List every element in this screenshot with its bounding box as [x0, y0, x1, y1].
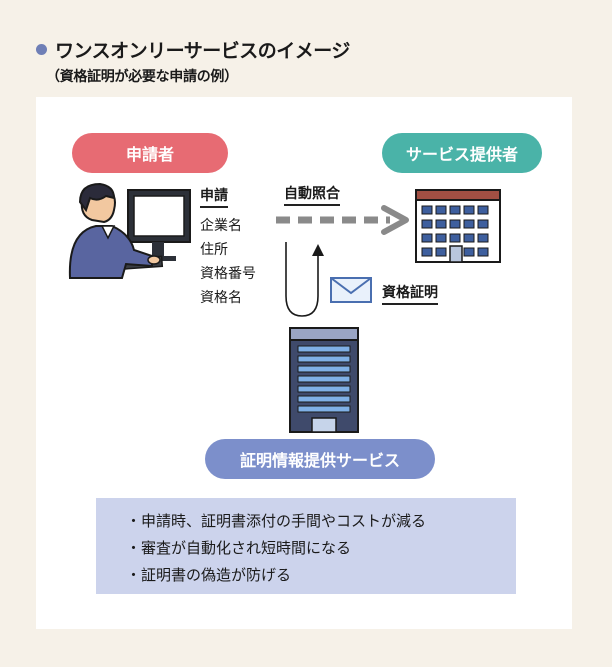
benefits-box: ・申請時、証明書添付の手間やコストが減る ・審査が自動化され短時間になる ・証明…	[96, 498, 516, 594]
certificate-label: 資格証明	[382, 282, 438, 305]
applicant-badge: 申請者	[72, 133, 228, 173]
benefit-item: ・審査が自動化され短時間になる	[126, 539, 352, 557]
envelope-icon	[330, 277, 372, 303]
benefit-item: ・証明書の偽造が防げる	[126, 566, 292, 584]
cert-service-badge: 証明情報提供サービス	[205, 439, 435, 479]
person-at-computer-icon	[68, 182, 191, 279]
field-address: 住所	[200, 242, 228, 258]
page-title: ワンスオンリーサービスのイメージ	[55, 40, 350, 62]
page-subtitle: （資格証明が必要な申請の例）	[46, 69, 238, 85]
cert-return-arrow	[285, 242, 324, 317]
application-heading: 申請	[200, 185, 228, 208]
provider-building-icon	[415, 189, 501, 263]
provider-badge: サービス提供者	[382, 133, 542, 173]
benefit-item: ・申請時、証明書添付の手間やコストが減る	[126, 512, 427, 530]
cert-service-building-icon	[289, 327, 359, 433]
field-company-name: 企業名	[200, 218, 242, 234]
field-license-number: 資格番号	[200, 266, 256, 282]
title-row: ワンスオンリーサービスのイメージ	[36, 36, 350, 63]
application-fields: 企業名 住所 資格番号 資格名	[200, 214, 256, 310]
bullet-icon	[36, 44, 47, 55]
field-license-name: 資格名	[200, 290, 242, 306]
auto-check-label: 自動照合	[284, 183, 340, 206]
auto-check-arrow	[276, 205, 409, 235]
